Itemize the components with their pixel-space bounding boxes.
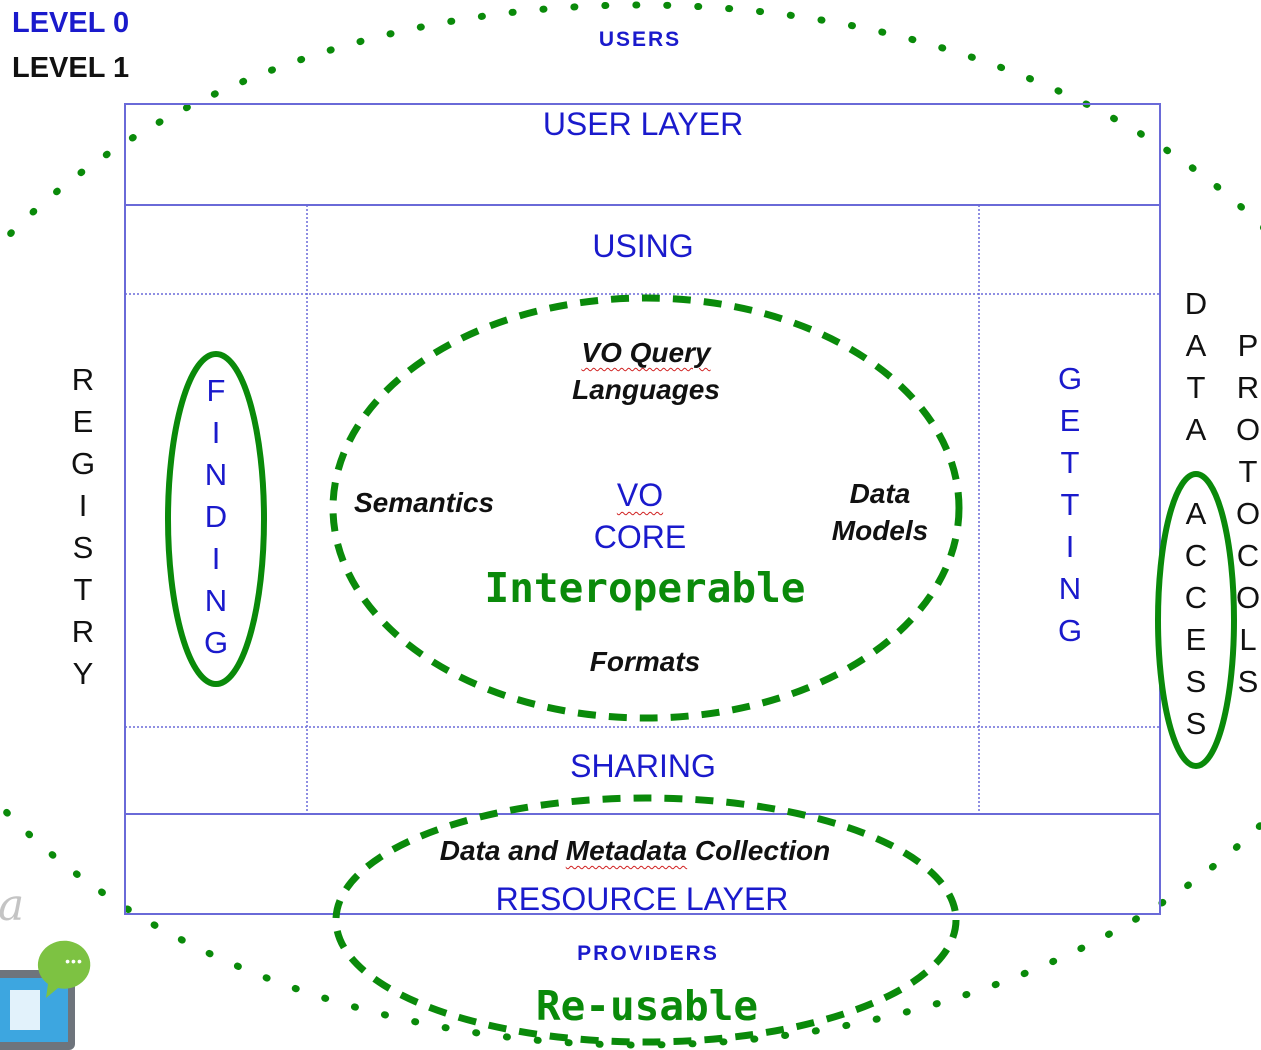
vertical-letter: N [204,583,228,618]
formats-label: Formats [589,646,701,677]
vertical-letter: T [1186,370,1206,405]
vertical-letter: A [1185,496,1207,531]
vertical-letter: G [1057,613,1083,648]
resource-layer-title: RESOURCE LAYER [495,881,789,917]
vertical-letter: E [72,404,94,439]
vertical-letter: S [1185,706,1207,741]
vo-query-languages-label: VO Query Languages [520,334,772,408]
vertical-letter: C [1236,538,1260,573]
vertical-letter: T [1060,445,1080,480]
vertical-letter: O [1235,580,1261,615]
collection-suffix: Collection [687,835,831,866]
vertical-letter: Y [72,656,94,691]
vertical-letter: N [1058,571,1082,606]
data-models-label: Data Models [810,475,950,549]
vertical-letter: I [211,415,221,450]
vertical-letter: I [1065,529,1075,564]
level-0-legend: LEVEL 0 [12,7,130,39]
vertical-letter: S [72,530,94,565]
chat-monitor-icon [0,940,91,1050]
data-models-line2: Models [831,515,929,546]
vo-core-line1: VO [616,477,664,513]
vertical-letter: R [71,614,95,649]
vertical-letter: O [1235,496,1261,531]
vertical-letter: A [1185,412,1207,447]
vertical-letter: R [1236,370,1260,405]
vertical-letter: E [1059,403,1081,438]
vertical-letter [1174,451,1218,493]
vo-query-line: VO Query [581,337,711,368]
vertical-letter: I [78,488,88,523]
vertical-letter: G [203,625,229,660]
level-1-legend: LEVEL 1 [12,52,130,84]
vertical-letter: S [1237,664,1259,699]
vertical-letter: O [1235,412,1261,447]
vertical-letter: E [1185,622,1207,657]
vertical-letter: P [1237,328,1259,363]
providers-label: PROVIDERS [577,942,719,965]
vertical-letter: G [70,446,96,481]
collection-prefix: Data and [439,835,566,866]
vertical-letter: I [211,541,221,576]
collection-metadata-word: Metadata [565,835,688,866]
languages-line: Languages [572,374,720,405]
vertical-letter: D [204,499,228,534]
vo-core-line2: CORE [593,519,687,555]
vertical-letter: C [1184,538,1208,573]
layer-boxes [124,103,1161,915]
main-box [124,103,1161,915]
vertical-letter: L [1239,622,1257,657]
finding-ellipse [165,351,267,687]
vertical-letter: C [1184,580,1208,615]
vertical-letter: R [71,362,95,397]
providers-ellipse [332,794,960,1046]
vertical-letter: S [1185,664,1207,699]
using-label: USING [592,228,694,264]
chat-bubble-dots: ••• [65,953,83,969]
vertical-letter: T [73,572,93,607]
vertical-letter: F [206,373,226,408]
data-metadata-collection-label: Data and Metadata Collection [395,832,875,869]
vertical-letter: G [1057,361,1083,396]
data-models-line1: Data [849,478,911,509]
sharing-label: SHARING [570,748,716,784]
vertical-letter: T [1060,487,1080,522]
vertical-letter: T [1238,454,1258,489]
users-label: USERS [598,28,682,51]
reusable-label: Re-usable [535,982,759,1030]
interoperable-label: Interoperable [484,564,806,612]
user-layer-title: USER LAYER [542,106,744,142]
vertical-letter: D [1184,286,1208,321]
vo-core-ellipse [329,294,963,722]
access-ellipse [1155,471,1237,769]
vo-core-label: VO CORE [560,474,720,558]
corner-letter: a [0,880,25,931]
vertical-letter: N [204,457,228,492]
semantics-label: Semantics [353,487,495,518]
vertical-letter: A [1185,328,1207,363]
